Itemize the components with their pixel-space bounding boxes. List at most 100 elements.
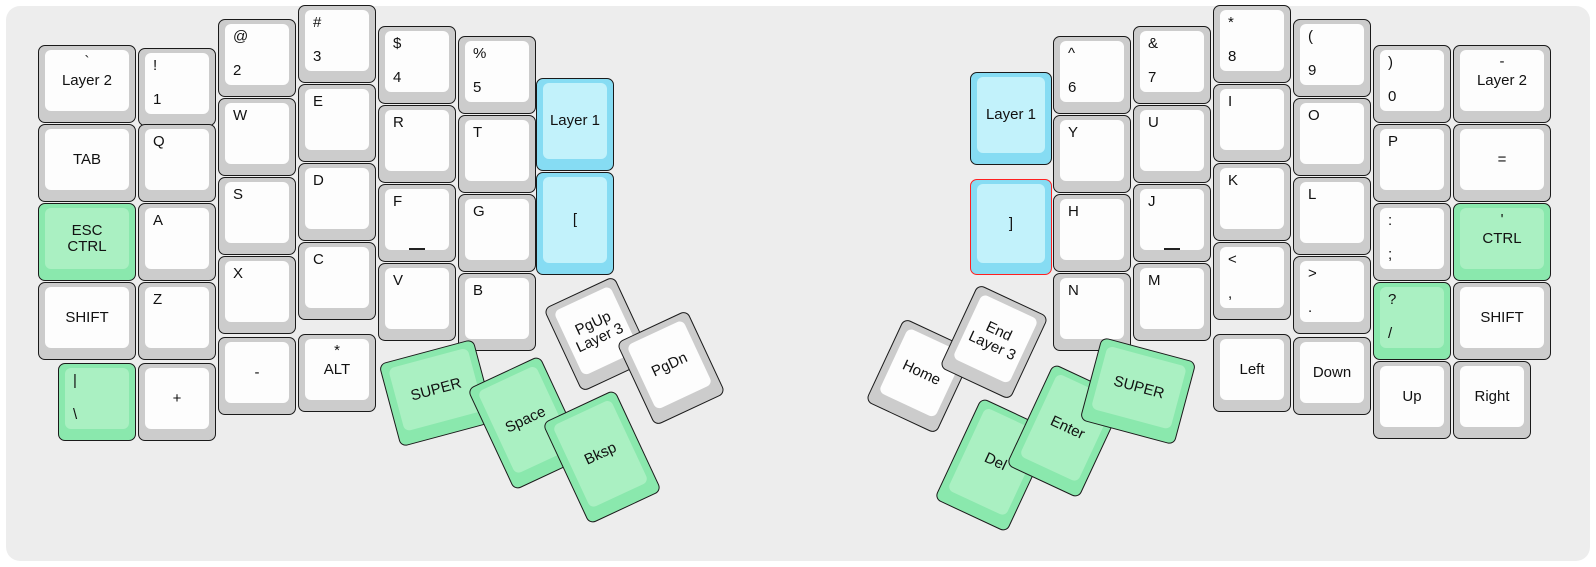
key-legend-main: F [393, 193, 403, 210]
keycap-surface: SHIFT [45, 287, 129, 348]
key-l-c2-r5[interactable]: + [138, 363, 216, 441]
key-l-c2-r3[interactable]: A [138, 203, 216, 281]
keycap-surface: F [385, 189, 449, 250]
key-r-c5-r3[interactable]: :; [1373, 203, 1451, 281]
key-l-c6-r1[interactable]: %5 [458, 36, 536, 114]
key-r-c4-r1[interactable]: (9 [1293, 19, 1371, 97]
keycap-surface: ] [977, 184, 1045, 263]
key-r-c4-r5[interactable]: Down [1293, 337, 1371, 415]
key-l-c1-r3[interactable]: ESC CTRL [38, 203, 136, 281]
key-r-c4-r2[interactable]: O [1293, 98, 1371, 176]
key-legend-main: = [1497, 150, 1507, 168]
key-r-c5-r2[interactable]: P [1373, 124, 1451, 202]
key-legend-main: Left [1239, 360, 1265, 378]
key-l-c5-r1[interactable]: $4 [378, 26, 456, 104]
key-legend-main: U [1148, 114, 1159, 131]
key-r-c3-r2[interactable]: I [1213, 84, 1291, 162]
key-r-c1-r4[interactable]: N [1053, 273, 1131, 351]
key-l-c4-r1[interactable]: #3 [298, 5, 376, 83]
key-l-c5-r4[interactable]: V [378, 263, 456, 341]
key-l-c4-r5[interactable]: *ALT [298, 334, 376, 412]
keycap-surface: Right [1460, 366, 1524, 427]
keycap-surface: Layer 1 [543, 83, 607, 159]
key-r-c5-r5[interactable]: Up [1373, 361, 1451, 439]
keycap-surface: ^6 [1060, 41, 1124, 102]
key-legend-main: 6 [1068, 78, 1077, 96]
key-l-c4-r2[interactable]: E [298, 84, 376, 162]
key-l-c4-r4[interactable]: C [298, 242, 376, 320]
key-r-c5-r1[interactable]: )0 [1373, 45, 1451, 123]
keycap-surface: M [1140, 268, 1204, 329]
key-r-c6-r4[interactable]: SHIFT [1453, 282, 1551, 360]
keycap-surface: Q [145, 129, 209, 190]
key-r-c1-r3[interactable]: H [1053, 194, 1131, 272]
key-r-c1-r2[interactable]: Y [1053, 115, 1131, 193]
key-legend-top: > [1308, 265, 1317, 282]
key-l-c3-r5[interactable]: - [218, 337, 296, 415]
keycap-surface: T [465, 120, 529, 181]
key-l-c3-r1[interactable]: @2 [218, 19, 296, 97]
key-l-c3-r4[interactable]: X [218, 256, 296, 334]
key-l-c1-r5[interactable]: |\ [58, 363, 136, 441]
key-l-c2-r4[interactable]: Z [138, 282, 216, 360]
key-r-c0-r2[interactable]: ] [970, 179, 1052, 275]
key-l-c5-r3[interactable]: F [378, 184, 456, 262]
keycap-surface: L [1300, 182, 1364, 243]
key-r-c6-r3[interactable]: 'CTRL [1453, 203, 1551, 281]
key-r-c2-r1[interactable]: &7 [1133, 26, 1211, 104]
key-legend-main: O [1308, 107, 1320, 124]
key-legend-main: Z [153, 291, 163, 308]
key-l-c5-r2[interactable]: R [378, 105, 456, 183]
key-l-c2-r2[interactable]: Q [138, 124, 216, 202]
key-legend-main: 9 [1308, 61, 1317, 79]
key-l-c1-r1[interactable]: `Layer 2 [38, 45, 136, 123]
key-legend-top: & [1148, 35, 1159, 52]
keycap-surface: #3 [305, 10, 369, 71]
keycap-surface: J [1140, 189, 1204, 250]
key-r-c3-r3[interactable]: K [1213, 163, 1291, 241]
key-legend-top: # [313, 14, 322, 31]
key-r-c3-r1[interactable]: *8 [1213, 5, 1291, 83]
key-l-c2-r1[interactable]: !1 [138, 48, 216, 126]
key-legend-main: A [153, 212, 164, 229]
key-r-c0-r1[interactable]: Layer 1 [970, 72, 1052, 165]
key-r-c2-r3[interactable]: J [1133, 184, 1211, 262]
key-r-c2-r4[interactable]: M [1133, 263, 1211, 341]
key-l-c7-r2[interactable]: [ [536, 172, 614, 275]
key-r-c3-r4[interactable]: <, [1213, 242, 1291, 320]
keycap-surface: SHIFT [1460, 287, 1544, 348]
key-l-c3-r3[interactable]: S [218, 177, 296, 255]
keycap-surface: Layer 1 [977, 77, 1045, 153]
key-l-c7-r1[interactable]: Layer 1 [536, 78, 614, 171]
key-legend-main: T [473, 124, 483, 141]
key-r-c4-r4[interactable]: >. [1293, 256, 1371, 334]
key-r-c2-r2[interactable]: U [1133, 105, 1211, 183]
key-legend-main: End Layer 3 [966, 317, 1019, 364]
key-r-c1-r1[interactable]: ^6 [1053, 36, 1131, 114]
key-l-c6-r4[interactable]: B [458, 273, 536, 351]
key-legend-main: E [313, 93, 324, 110]
key-r-c5-r4[interactable]: ?/ [1373, 282, 1451, 360]
key-l-c4-r3[interactable]: D [298, 163, 376, 241]
key-r-c3-r5[interactable]: Left [1213, 334, 1291, 412]
keycap-surface: @2 [225, 24, 289, 85]
key-legend-main: I [1228, 93, 1233, 110]
keycap-surface: R [385, 110, 449, 171]
key-l-c6-r3[interactable]: G [458, 194, 536, 272]
keycap-surface: Up [1380, 366, 1444, 427]
key-legend-main: - [254, 363, 260, 381]
key-r-c6-r2[interactable]: = [1453, 124, 1551, 202]
keycap-surface: %5 [465, 41, 529, 102]
key-r-c6-r5[interactable]: Right [1453, 361, 1531, 439]
key-legend-top: | [73, 372, 77, 389]
key-l-c1-r2[interactable]: TAB [38, 124, 136, 202]
key-r-c4-r3[interactable]: L [1293, 177, 1371, 255]
key-l-c1-r4[interactable]: SHIFT [38, 282, 136, 360]
key-legend-main: / [1388, 324, 1393, 342]
key-l-c6-r2[interactable]: T [458, 115, 536, 193]
key-legend-main: SHIFT [1480, 308, 1524, 326]
key-l-c3-r2[interactable]: W [218, 98, 296, 176]
key-legend-top: ! [153, 57, 158, 74]
key-r-c6-r1[interactable]: -Layer 2 [1453, 45, 1551, 123]
